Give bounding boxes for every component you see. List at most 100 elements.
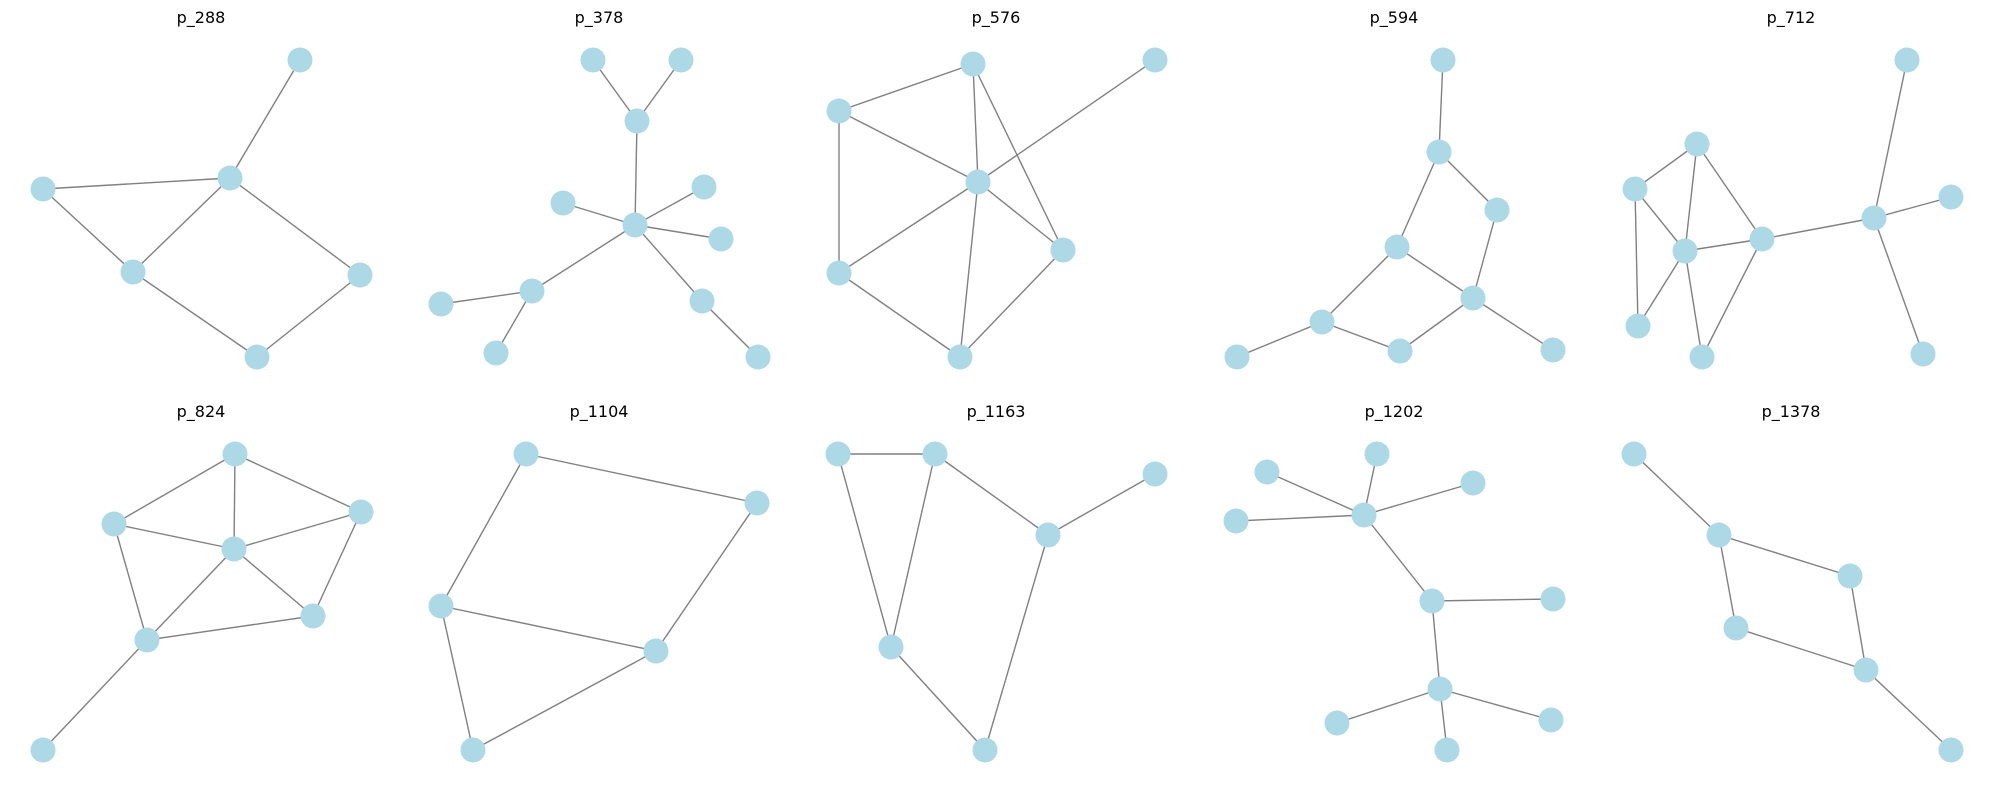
graph-edge: [229, 177, 361, 276]
graph-node: [1625, 313, 1651, 339]
graph-node: [1484, 197, 1510, 223]
graph-node: [519, 278, 545, 304]
graph-node: [965, 169, 991, 195]
graph-node: [1749, 226, 1775, 252]
graph-node: [922, 441, 948, 467]
graph-node: [1460, 470, 1486, 496]
graph-node: [222, 441, 248, 467]
graph-node: [1419, 588, 1445, 614]
graph-node: [134, 627, 160, 653]
graph-edge: [1047, 473, 1156, 536]
graph-node: [1861, 205, 1887, 231]
graph-edge: [562, 202, 636, 226]
graph-edge: [1396, 151, 1440, 248]
graph-edge: [1363, 482, 1474, 516]
graph-edge: [1684, 238, 1763, 252]
graph-panel-9: [1223, 441, 1566, 763]
graph-panel-3: [826, 47, 1168, 370]
graph-edge: [1761, 217, 1875, 240]
panel-title-3: p_576: [972, 8, 1021, 28]
graph-edge: [977, 59, 1156, 183]
graph-edge: [1336, 688, 1441, 724]
graph-edge: [1235, 514, 1365, 522]
graph-edge: [634, 224, 722, 240]
graph-node: [668, 47, 694, 73]
graph-node: [348, 499, 374, 525]
graph-node: [1351, 502, 1377, 528]
graph-edge: [1396, 246, 1474, 299]
graph-node: [513, 441, 539, 467]
graph-node: [1142, 461, 1168, 487]
graph-edge: [1363, 514, 1433, 602]
graph-node: [1538, 707, 1564, 733]
graph-node: [826, 98, 852, 124]
graph-edge: [42, 177, 231, 190]
graph-node: [300, 603, 326, 629]
graph-edge: [1634, 188, 1686, 252]
graph-node: [1938, 737, 1964, 763]
graph-node: [744, 490, 770, 516]
graph-node: [30, 176, 56, 202]
graph-node: [1224, 344, 1250, 370]
graph-edge: [838, 110, 979, 183]
graph-node: [1427, 676, 1453, 702]
graph-panel-2: [428, 47, 771, 370]
graph-node: [972, 737, 998, 763]
graph-node: [1621, 441, 1647, 467]
graph-node: [1853, 657, 1879, 683]
graph-edge: [312, 511, 362, 617]
graph-node: [221, 536, 247, 562]
graph-edge: [113, 523, 148, 641]
graph-edge: [1849, 575, 1867, 671]
graph-edge: [1865, 669, 1952, 751]
graph-edge: [233, 548, 314, 617]
graph-node: [1142, 47, 1168, 73]
graph-node: [1684, 131, 1710, 157]
graph-edge: [1873, 196, 1952, 219]
graph-node: [30, 737, 56, 763]
graph-node: [1309, 309, 1335, 335]
panel-title-1: p_288: [177, 8, 226, 28]
panel-title-4: p_594: [1370, 8, 1419, 28]
graph-node: [460, 737, 486, 763]
graph-panel-5: [1622, 47, 1964, 370]
graph-edge: [1431, 598, 1554, 602]
panel-title-5: p_712: [1767, 8, 1816, 28]
graph-node: [1434, 737, 1460, 763]
panel-title-9: p_1202: [1365, 402, 1424, 422]
graph-edge: [1718, 534, 1851, 577]
graph-node: [1254, 459, 1280, 485]
panel-title-10: p_1378: [1762, 402, 1821, 422]
graph-edge: [440, 605, 657, 652]
graph-node: [878, 634, 904, 660]
graph-panel-10: [1621, 441, 1964, 763]
graph-node: [622, 212, 648, 238]
graph-edge: [1472, 297, 1554, 351]
graph-edge: [634, 120, 638, 226]
graph-edge: [1684, 143, 1698, 252]
graph-node: [1050, 237, 1076, 263]
graph-node: [1706, 522, 1732, 548]
graph-edge: [440, 290, 533, 305]
graph-edge: [233, 453, 236, 550]
graph-edge: [1472, 209, 1498, 299]
graph-node: [643, 638, 669, 664]
graph-edge: [1399, 297, 1474, 352]
graph-edge: [977, 181, 1064, 251]
graph-edge: [1321, 246, 1398, 323]
graph-edge: [113, 453, 236, 525]
graph-edge: [837, 453, 892, 648]
graph-edge: [972, 63, 1064, 251]
graph-edge: [1718, 534, 1737, 629]
graph-edge: [113, 523, 235, 550]
graph-node: [1460, 285, 1486, 311]
graph-node: [1430, 47, 1456, 73]
graph-node: [1910, 341, 1936, 367]
panel-title-7: p_1104: [570, 402, 629, 422]
graph-panel-6: [30, 441, 374, 763]
graph-node: [244, 344, 270, 370]
graph-node: [120, 259, 146, 285]
graph-edge: [655, 502, 758, 652]
panel-title-2: p_378: [575, 8, 624, 28]
